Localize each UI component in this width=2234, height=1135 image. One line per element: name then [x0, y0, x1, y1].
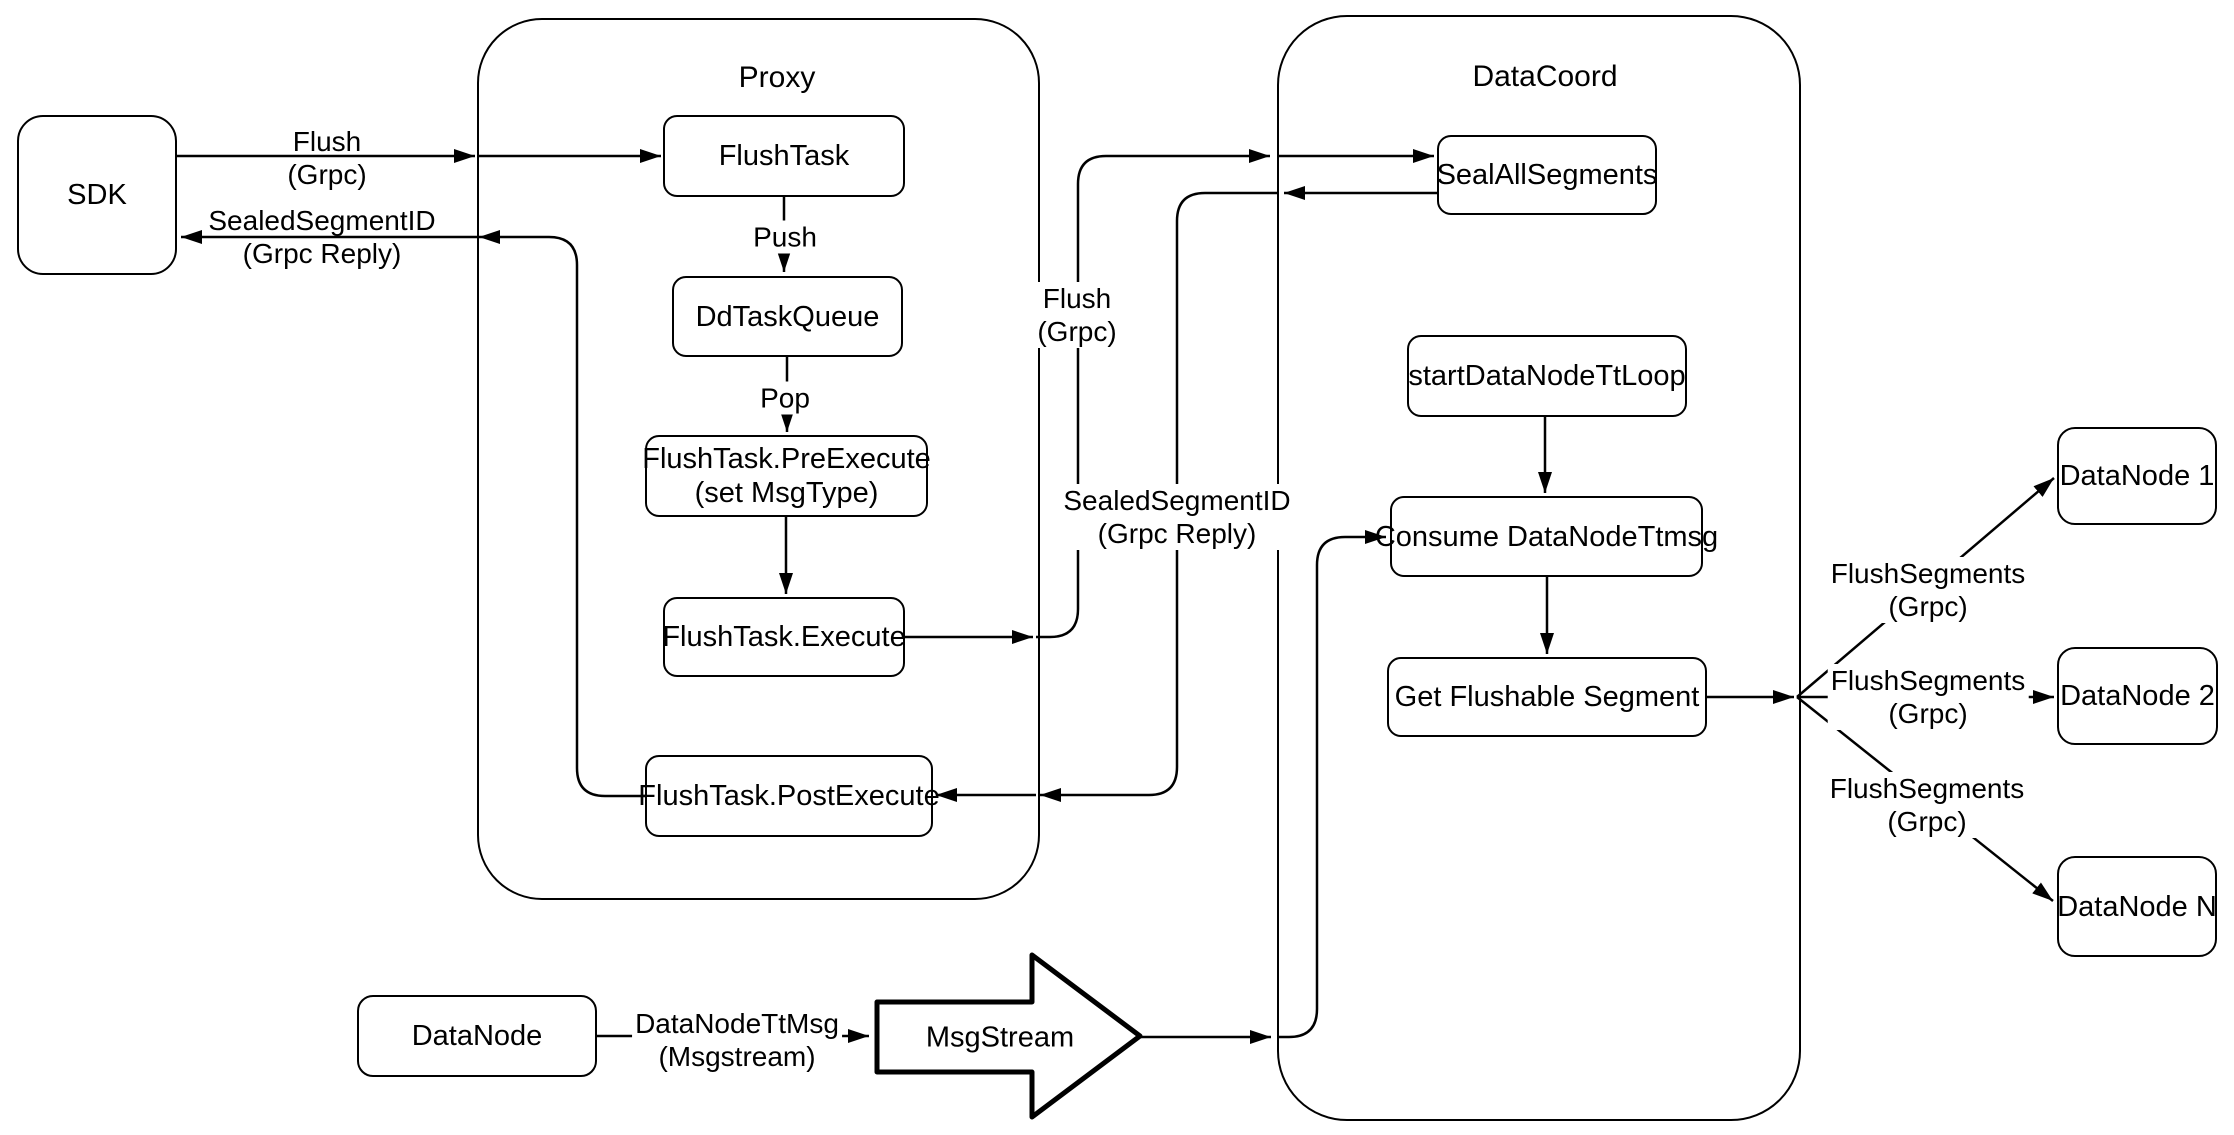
- edge-label-line: SealedSegmentID: [208, 205, 436, 236]
- edge-label-line: FlushSegments: [1830, 665, 2026, 696]
- node-startdatanodettloop-label: startDataNodeTtLoop: [1408, 360, 1686, 392]
- msgstream-label: MsgStream: [925, 1021, 1075, 1054]
- edge-label-line: FlushSegments: [1829, 773, 2025, 804]
- edge-datacoordborder-to-consume: [1277, 530, 1386, 1039]
- edge-label-flush-grpc-sdk: Flush (Grpc): [287, 125, 366, 191]
- node-consume-datanodettmsg: Consume DataNodeTtmsg: [1375, 496, 1718, 577]
- edge-proxy-to-datacoord-flush: [1036, 149, 1270, 639]
- datacoord-container: [1277, 15, 1801, 1121]
- edge-label-line: Pop: [760, 382, 810, 414]
- node-get-flushable-segment: Get Flushable Segment: [1387, 657, 1707, 737]
- node-datanode-label: DataNode: [411, 1020, 543, 1052]
- edge-label-flushsegments-3: FlushSegments (Grpc): [1826, 772, 2028, 838]
- node-flushtask-preexecute-label: FlushTask.PreExecute: [642, 443, 931, 475]
- node-sealallsegments-label: SealAllSegments: [1436, 159, 1658, 191]
- edge-label-push: Push: [750, 220, 820, 254]
- edge-label-line: SealedSegmentID: [1063, 485, 1291, 516]
- edge-label-sealedsegmentid-sdk: SealedSegmentID (Grpc Reply): [208, 204, 435, 270]
- node-datanode-2: DataNode 2: [2057, 647, 2218, 745]
- edge-label-line: (Grpc): [1888, 591, 1968, 622]
- edge-label-flush-grpc-datacoord: Flush (Grpc): [1034, 282, 1120, 348]
- edge-label-line: (Grpc): [287, 159, 367, 190]
- edge-label-line: DataNodeTtMsg: [635, 1008, 839, 1039]
- edge-label-line: (Grpc): [1037, 316, 1117, 347]
- proxy-container: [477, 18, 1040, 900]
- node-sealallsegments: SealAllSegments: [1437, 135, 1657, 215]
- node-ddtaskqueue: DdTaskQueue: [672, 276, 903, 357]
- node-sdk-label: SDK: [67, 179, 127, 211]
- edge-label-flushsegments-1: FlushSegments (Grpc): [1827, 557, 2029, 623]
- edge-label-line: (Grpc): [1887, 806, 1967, 837]
- node-datanode: DataNode: [357, 995, 597, 1077]
- proxy-container-label: Proxy: [738, 61, 816, 94]
- edge-label-sealedsegmentid-datacoord: SealedSegmentID (Grpc Reply): [1060, 484, 1294, 550]
- edge-label-line: (Grpc Reply): [242, 238, 402, 269]
- node-datanode-1: DataNode 1: [2057, 427, 2217, 525]
- node-datanode-n-label: DataNode N: [2057, 890, 2217, 923]
- node-flushtask-preexecute: FlushTask.PreExecute (set MsgType): [642, 435, 931, 517]
- edge-postexecute-to-proxy-reply: [479, 230, 645, 798]
- node-flushtask: FlushTask: [663, 115, 905, 197]
- edge-label-flushsegments-2: FlushSegments (Grpc): [1827, 664, 2029, 730]
- node-consume-datanodettmsg-label: Consume DataNodeTtmsg: [1374, 520, 1719, 553]
- node-flushtask-execute: FlushTask.Execute: [662, 597, 906, 677]
- node-flushtask-preexecute-sublabel: (set MsgType): [694, 477, 879, 509]
- node-datanode-1-label: DataNode 1: [2059, 460, 2215, 492]
- node-flushtask-label: FlushTask: [718, 140, 850, 172]
- node-flushtask-postexecute: FlushTask.PostExecute: [638, 755, 940, 837]
- edge-label-line: (Grpc): [1888, 698, 1968, 729]
- node-ddtaskqueue-label: DdTaskQueue: [695, 300, 880, 333]
- edge-label-datanodettmsg: DataNodeTtMsg (Msgstream): [632, 1007, 842, 1073]
- msgstream-arrow-shape: [874, 952, 1143, 1120]
- node-get-flushable-segment-label: Get Flushable Segment: [1394, 681, 1700, 713]
- node-flushtask-execute-label: FlushTask.Execute: [662, 621, 906, 653]
- node-sdk: SDK: [17, 115, 177, 275]
- edge-label-line: Flush: [292, 126, 362, 157]
- edge-label-line: Flush: [1042, 283, 1112, 314]
- node-startdatanodettloop: startDataNodeTtLoop: [1407, 335, 1687, 417]
- node-datanode-2-label: DataNode 2: [2060, 680, 2215, 712]
- node-flushtask-postexecute-label: FlushTask.PostExecute: [638, 780, 940, 812]
- edge-label-line: Push: [753, 221, 817, 253]
- edge-label-line: FlushSegments: [1830, 558, 2026, 589]
- edge-label-pop: Pop: [757, 381, 813, 415]
- edge-label-line: (Grpc Reply): [1097, 518, 1257, 549]
- node-datanode-n: DataNode N: [2057, 856, 2217, 957]
- edge-label-line: (Msgstream): [658, 1041, 816, 1072]
- datacoord-container-label: DataCoord: [1472, 60, 1618, 93]
